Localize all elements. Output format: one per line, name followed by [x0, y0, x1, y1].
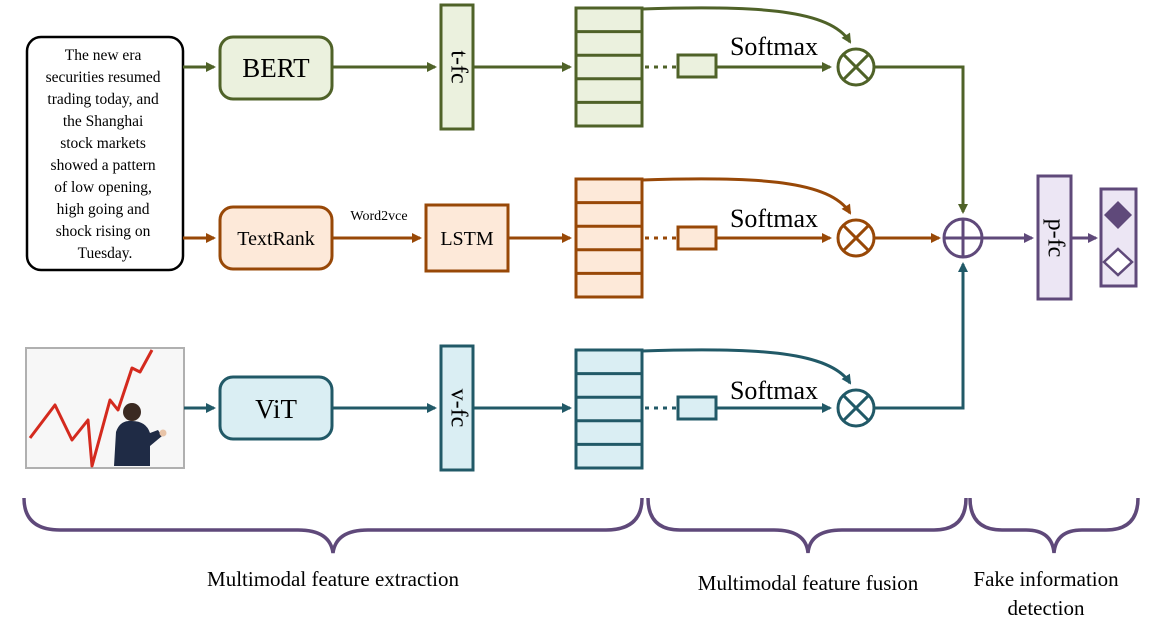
- textrank-feature-stack: [574, 177, 644, 299]
- input-text-line: stock markets: [60, 135, 146, 152]
- fusion-brace: [646, 497, 968, 554]
- lstm-label: LSTM: [440, 228, 494, 250]
- softmax-label: Softmax: [730, 204, 818, 233]
- input-text-line: high going and: [57, 201, 150, 218]
- multiply-icon: [836, 388, 876, 428]
- p-fc-block: [1036, 174, 1073, 301]
- input-text-line: The new era: [65, 47, 142, 64]
- detection-brace: [968, 497, 1140, 554]
- text-feature-stack: [574, 6, 644, 128]
- section-braces: [22, 497, 1140, 554]
- extraction-section-label: Multimodal feature extraction: [207, 567, 459, 591]
- input-text-line: shock rising on: [56, 223, 151, 240]
- input-text-line: the Shanghai: [63, 113, 144, 130]
- multiply-icon: [836, 218, 876, 258]
- v-fc-block: [439, 344, 475, 472]
- fusion-output: p-fc: [942, 174, 1138, 301]
- t-fc-label: t-fc: [445, 50, 471, 83]
- fusion-section-label: Multimodal feature fusion: [698, 571, 919, 595]
- bert-label: BERT: [242, 53, 310, 83]
- text-attention-weight: [676, 53, 718, 79]
- input-text-line: securities resumed: [46, 69, 161, 86]
- visual-attention-weight: [676, 395, 718, 421]
- bert-branch: BERT t-fc Softmax: [183, 3, 968, 214]
- svg-text:The new era securities r: The new era securities resumed trading t…: [46, 47, 165, 262]
- lstm-block: [424, 203, 510, 273]
- detection-section-label-line1: Fake information: [973, 567, 1119, 591]
- input-text-line: Tuesday.: [78, 245, 133, 262]
- input-text-box: The new era securities resumed trading t…: [25, 35, 185, 272]
- softmax-label: Softmax: [730, 376, 818, 405]
- add-icon: [942, 217, 984, 259]
- multiply-icon: [836, 47, 876, 87]
- rising-chart-businessman-image: [25, 347, 185, 469]
- t-fc-block: [439, 3, 475, 131]
- textrank-label: TextRank: [237, 228, 314, 250]
- input-text-line: showed a pattern: [51, 157, 156, 174]
- fake-class-diamond-icon: [1104, 201, 1132, 229]
- p-fc-label: p-fc: [1042, 219, 1068, 258]
- real-class-diamond-icon: [1102, 247, 1134, 277]
- v-fc-label: v-fc: [445, 389, 471, 428]
- softmax-label: Softmax: [730, 32, 818, 61]
- textrank-attention-weight: [676, 225, 718, 251]
- input-text-line: trading today, and: [47, 91, 159, 108]
- extraction-brace: [22, 497, 644, 554]
- vit-branch: ViT v-fc Softmax: [184, 262, 968, 472]
- visual-feature-stack: [574, 348, 644, 470]
- vit-label: ViT: [255, 394, 297, 424]
- input-text-line: of low opening,: [54, 179, 152, 196]
- detection-section-label-line2: detection: [1008, 596, 1085, 620]
- word2vec-label: Word2vce: [350, 209, 407, 224]
- textrank-branch: TextRank Word2vce LSTM Softmax: [183, 177, 941, 299]
